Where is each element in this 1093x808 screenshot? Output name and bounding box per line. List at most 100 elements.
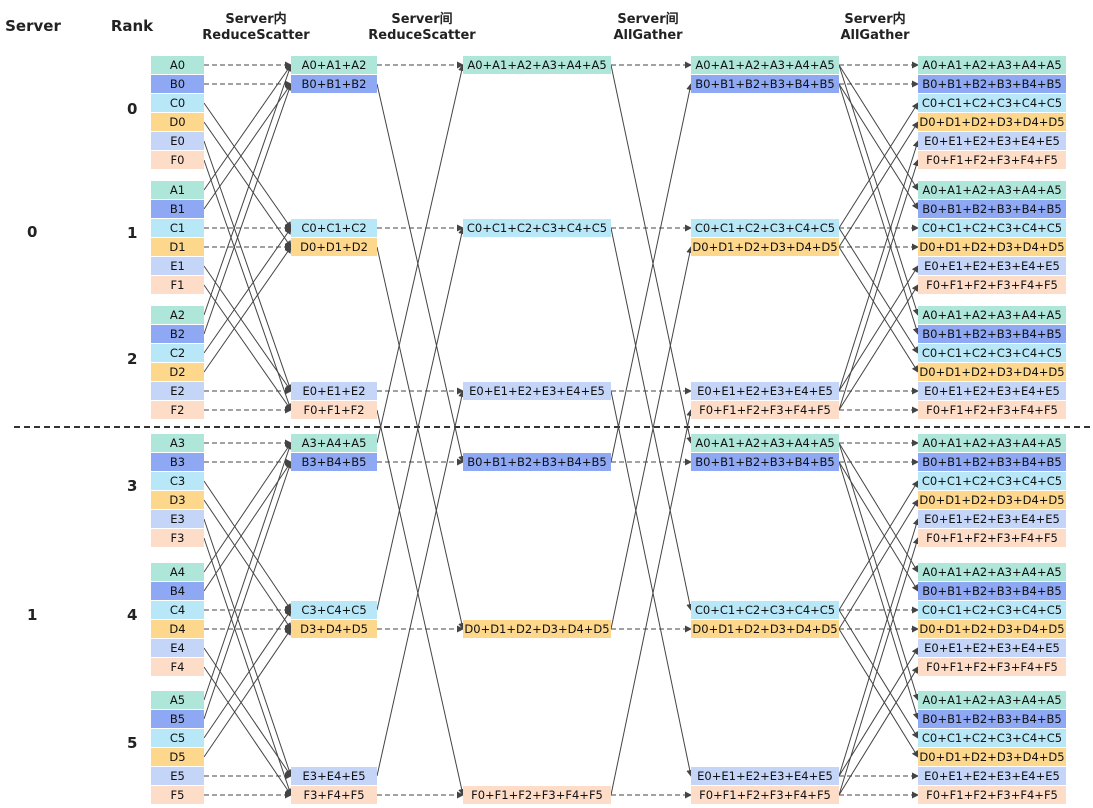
header-rank: Rank (110, 17, 154, 35)
intra-reduce-scatter-link (203, 628, 292, 758)
intra-reduce-scatter-cell: E3+E4+E5 (291, 767, 377, 785)
rank-data-cell: D0 (151, 113, 204, 131)
intra-all-gather-cell: C0+C1+C2+C3+C4+C5 (918, 472, 1066, 490)
intra-reduce-scatter-cell: E0+E1+E2 (291, 382, 377, 400)
header-line1: Server内 (844, 12, 906, 27)
intra-all-gather-cell: E0+E1+E2+E3+E4+E5 (918, 382, 1066, 400)
intra-all-gather-cell: B0+B1+B2+B3+B4+B5 (918, 75, 1066, 93)
inter-all-gather-cell: A0+A1+A2+A3+A4+A5 (691, 434, 839, 452)
inter-reduce-scatter-link (376, 390, 466, 777)
intra-reduce-scatter-cell: D3+D4+D5 (291, 620, 377, 638)
intra-reduce-scatter-link (203, 480, 292, 611)
rank-data-cell: B5 (151, 710, 204, 728)
intra-reduce-scatter-link (203, 102, 292, 229)
rank-data-cell: E4 (151, 639, 204, 657)
inter-reduce-scatter-cell: D0+D1+D2+D3+D4+D5 (463, 620, 611, 638)
header-line1: Server内 (225, 12, 287, 27)
rank-data-cell: B0 (151, 75, 204, 93)
intra-reduce-scatter-link (203, 83, 292, 210)
intra-all-gather-cell: B0+B1+B2+B3+B4+B5 (918, 325, 1066, 343)
intra-reduce-scatter-link (203, 499, 292, 630)
intra-all-gather-link (838, 666, 919, 796)
intra-all-gather-cell: B0+B1+B2+B3+B4+B5 (918, 200, 1066, 218)
intra-all-gather-link (838, 499, 919, 630)
inter-reduce-scatter-cell: C0+C1+C2+C3+C4+C5 (463, 219, 611, 237)
rank-data-cell: A4 (151, 563, 204, 581)
rank-label-3: 3 (127, 477, 138, 495)
intra-all-gather-cell: D0+D1+D2+D3+D4+D5 (918, 748, 1066, 766)
rank-data-cell: E5 (151, 767, 204, 785)
intra-all-gather-link (838, 442, 920, 701)
intra-reduce-scatter-link (203, 442, 293, 701)
inter-all-gather-cell: B0+B1+B2+B3+B4+B5 (691, 75, 839, 93)
intra-reduce-scatter-link (203, 442, 292, 573)
inter-all-gather-link (610, 64, 694, 444)
intra-all-gather-link (838, 461, 920, 720)
intra-reduce-scatter-link (203, 461, 292, 592)
header-line1: Server间 (617, 12, 679, 27)
rank-data-cell: B3 (151, 453, 204, 471)
intra-all-gather-cell: E0+E1+E2+E3+E4+E5 (918, 510, 1066, 528)
inter-reduce-scatter-link (376, 83, 466, 463)
intra-all-gather-link (838, 227, 919, 354)
intra-all-gather-link (838, 537, 920, 796)
inter-all-gather-cell: B0+B1+B2+B3+B4+B5 (691, 453, 839, 471)
rank-label-1: 1 (127, 224, 138, 242)
rank-data-cell: A3 (151, 434, 204, 452)
intra-all-gather-cell: D0+D1+D2+D3+D4+D5 (918, 363, 1066, 381)
header-inter-reduce-scatter: Server间 ReduceScatter (362, 12, 482, 44)
rank-data-cell: A2 (151, 306, 204, 324)
intra-all-gather-cell: A0+A1+A2+A3+A4+A5 (918, 306, 1066, 324)
inter-reduce-scatter-link (376, 246, 466, 630)
intra-all-gather-link (838, 140, 920, 392)
intra-all-gather-link (838, 461, 919, 592)
intra-all-gather-link (838, 102, 919, 229)
rank-data-cell: D1 (151, 238, 204, 256)
rank-data-cell: D3 (151, 491, 204, 509)
intra-reduce-scatter-link (203, 246, 292, 373)
intra-all-gather-cell: D0+D1+D2+D3+D4+D5 (918, 491, 1066, 509)
rank-data-cell: C1 (151, 219, 204, 237)
intra-reduce-scatter-link (203, 537, 293, 796)
intra-all-gather-cell: F0+F1+F2+F3+F4+F5 (918, 276, 1066, 294)
intra-all-gather-cell: A0+A1+A2+A3+A4+A5 (918, 434, 1066, 452)
intra-reduce-scatter-link (203, 140, 293, 392)
rank-data-cell: A0 (151, 56, 204, 74)
rank-data-cell: F3 (151, 529, 204, 547)
intra-all-gather-link (838, 64, 919, 191)
intra-all-gather-cell: C0+C1+C2+C3+C4+C5 (918, 729, 1066, 747)
intra-all-gather-cell: E0+E1+E2+E3+E4+E5 (918, 257, 1066, 275)
intra-all-gather-cell: E0+E1+E2+E3+E4+E5 (918, 639, 1066, 657)
intra-all-gather-cell: F0+F1+F2+F3+F4+F5 (918, 529, 1066, 547)
intra-reduce-scatter-link (203, 609, 292, 739)
intra-all-gather-cell: C0+C1+C2+C3+C4+C5 (918, 344, 1066, 362)
rank-data-cell: E2 (151, 382, 204, 400)
rank-data-cell: C2 (151, 344, 204, 362)
rank-data-cell: F1 (151, 276, 204, 294)
intra-all-gather-link (838, 442, 919, 573)
intra-reduce-scatter-link (203, 265, 292, 392)
intra-all-gather-link (838, 83, 919, 210)
rank-data-cell: F0 (151, 151, 204, 169)
intra-reduce-scatter-link (203, 461, 293, 720)
rank-data-cell: E3 (151, 510, 204, 528)
intra-all-gather-link (838, 284, 919, 411)
inter-all-gather-cell: E0+E1+E2+E3+E4+E5 (691, 767, 839, 785)
intra-reduce-scatter-cell: C3+C4+C5 (291, 601, 377, 619)
header-line2: AllGather (840, 28, 910, 43)
intra-all-gather-link (838, 159, 920, 411)
rank-data-cell: B4 (151, 582, 204, 600)
rank-data-cell: B1 (151, 200, 204, 218)
intra-all-gather-link (838, 83, 920, 335)
server-label-1: 1 (27, 606, 38, 624)
rank-data-cell: E0 (151, 132, 204, 150)
header-line2: ReduceScatter (202, 28, 310, 43)
intra-all-gather-cell: A0+A1+A2+A3+A4+A5 (918, 563, 1066, 581)
intra-all-gather-cell: D0+D1+D2+D3+D4+D5 (918, 238, 1066, 256)
inter-all-gather-link (610, 390, 694, 777)
rank-data-cell: F5 (151, 786, 204, 804)
intra-all-gather-link (838, 518, 920, 777)
intra-reduce-scatter-link (203, 284, 292, 411)
